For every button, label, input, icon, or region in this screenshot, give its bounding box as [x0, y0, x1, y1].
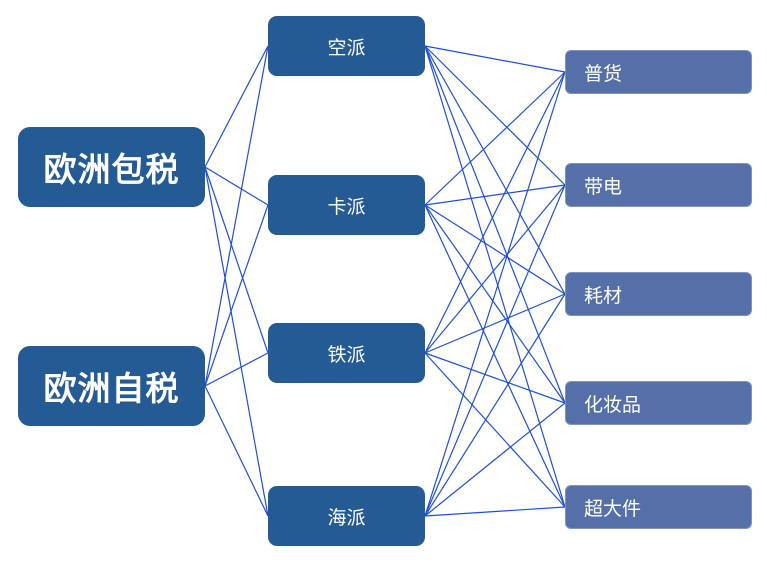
connector-middle-3-right-4	[424, 506, 566, 517]
connector-middle-3-right-0	[424, 71, 566, 517]
connector-left-1-middle-0	[204, 45, 269, 387]
connector-middle-1-right-4	[424, 204, 566, 508]
connector-middle-1-right-2	[424, 204, 566, 295]
node-label: 欧洲自税	[43, 369, 180, 408]
connector-middle-1-right-1	[424, 184, 566, 206]
node-label: 海派	[327, 506, 366, 529]
node-label: 带电	[584, 175, 623, 198]
connector-middle-0-right-1	[424, 45, 566, 186]
node-middle-0: 空派	[268, 16, 425, 76]
connector-left-0-middle-2	[204, 166, 269, 354]
connector-middle-1-right-0	[424, 71, 566, 206]
node-right-3: 化妆品	[565, 381, 752, 425]
connector-left-1-middle-2	[204, 352, 269, 387]
connector-middle-1-right-3	[424, 204, 566, 404]
connector-middle-3-right-2	[424, 293, 566, 517]
node-middle-3: 海派	[268, 486, 425, 546]
node-label: 普货	[584, 62, 623, 85]
node-right-4: 超大件	[565, 485, 752, 529]
connector-left-1-middle-3	[204, 385, 269, 517]
connector-left-0-middle-1	[204, 166, 269, 206]
node-label: 铁派	[327, 343, 366, 366]
connector-left-0-middle-3	[204, 166, 269, 517]
node-middle-2: 铁派	[268, 323, 425, 383]
connector-middle-3-right-1	[424, 184, 566, 517]
node-label: 超大件	[584, 497, 642, 520]
connector-middle-0-right-3	[424, 45, 566, 404]
connector-middle-0-right-0	[424, 45, 566, 73]
node-label: 化妆品	[584, 393, 642, 416]
connector-middle-2-right-1	[424, 184, 566, 354]
node-middle-1: 卡派	[268, 175, 425, 235]
node-label: 空派	[327, 36, 366, 59]
connector-middle-2-right-0	[424, 71, 566, 354]
connector-left-0-middle-0	[204, 45, 269, 168]
node-left-0: 欧洲包税	[18, 127, 205, 207]
node-right-1: 带电	[565, 163, 752, 207]
connector-middle-2-right-4	[424, 352, 566, 508]
node-right-0: 普货	[565, 50, 752, 94]
connector-middle-2-right-2	[424, 293, 566, 354]
connector-middle-3-right-3	[424, 402, 566, 517]
connector-middle-0-right-2	[424, 45, 566, 295]
connector-left-1-middle-1	[204, 204, 269, 387]
node-right-2: 耗材	[565, 272, 752, 316]
connector-middle-2-right-3	[424, 352, 566, 404]
node-label: 耗材	[584, 284, 623, 307]
node-label: 欧洲包税	[43, 150, 180, 189]
connector-middle-0-right-4	[424, 45, 566, 508]
node-label: 卡派	[327, 195, 366, 218]
node-left-1: 欧洲自税	[18, 346, 205, 426]
